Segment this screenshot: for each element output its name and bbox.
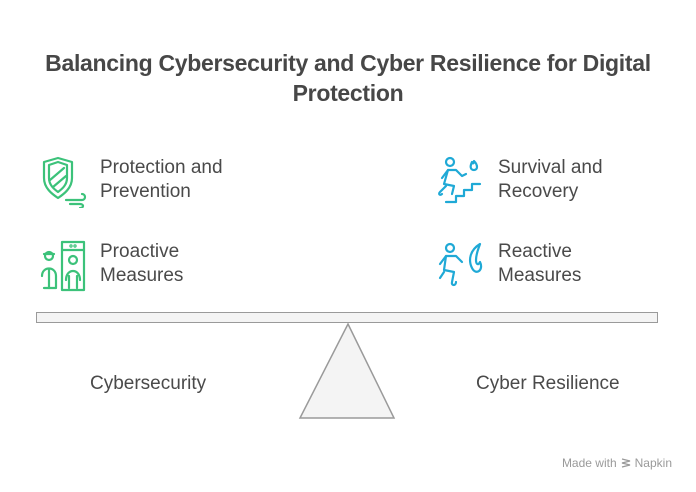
napkin-logo-icon <box>621 458 630 468</box>
security-scanner-icon <box>40 240 86 292</box>
item-proactive-measures: Proactive Measures <box>38 240 240 292</box>
item-protection-prevention: Protection and Prevention <box>38 156 240 208</box>
item-survival-recovery: Survival and Recovery <box>436 156 638 208</box>
left-side-label: Cybersecurity <box>90 373 207 394</box>
napkin-watermark: Made with Napkin <box>562 456 672 470</box>
made-with-text: Made with <box>561 456 617 470</box>
right-side-label: Cyber Resilience <box>476 373 620 394</box>
seesaw-beam <box>36 312 658 323</box>
item-label: Protection and Prevention <box>100 157 223 202</box>
napkin-brand-text: Napkin <box>634 456 672 470</box>
seesaw-fulcrum <box>298 323 396 419</box>
item-label: Reactive Measures <box>498 241 582 286</box>
person-fleeing-fire-icon <box>438 242 483 287</box>
item-reactive-measures: Reactive Measures <box>436 240 638 292</box>
person-escape-stairs-fire-icon <box>438 156 482 204</box>
shield-wind-icon <box>42 156 87 208</box>
item-label: Survival and Recovery <box>498 157 603 202</box>
diagram-title: Balancing Cybersecurity and Cyber Resili… <box>45 50 651 106</box>
item-label: Proactive Measures <box>100 241 184 286</box>
